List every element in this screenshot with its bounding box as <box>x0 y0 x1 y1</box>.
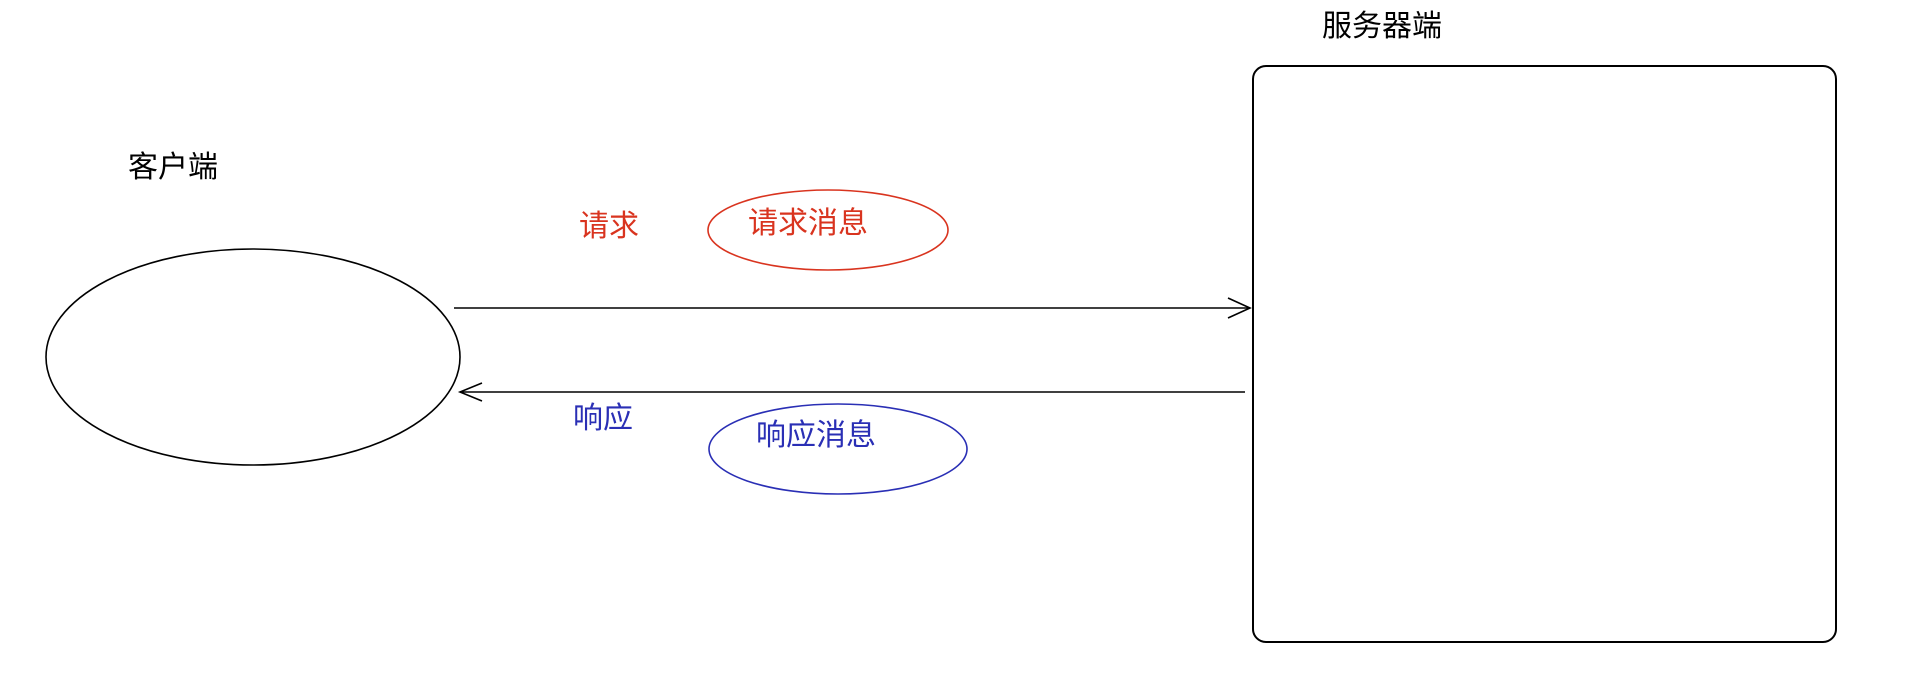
request-message-node <box>707 189 949 271</box>
response-message-node <box>708 403 968 495</box>
response-message-label: 响应消息 <box>756 418 876 453</box>
request-arrowhead <box>1227 297 1252 319</box>
client-node <box>45 248 461 466</box>
request-label: 请求 <box>579 209 639 244</box>
request-message-label: 请求消息 <box>748 206 868 241</box>
server-node <box>1252 65 1837 643</box>
response-arrowhead <box>457 382 483 402</box>
response-label: 响应 <box>573 401 633 436</box>
server-label: 服务器端 <box>1322 9 1442 44</box>
client-label: 客户端 <box>128 150 218 185</box>
